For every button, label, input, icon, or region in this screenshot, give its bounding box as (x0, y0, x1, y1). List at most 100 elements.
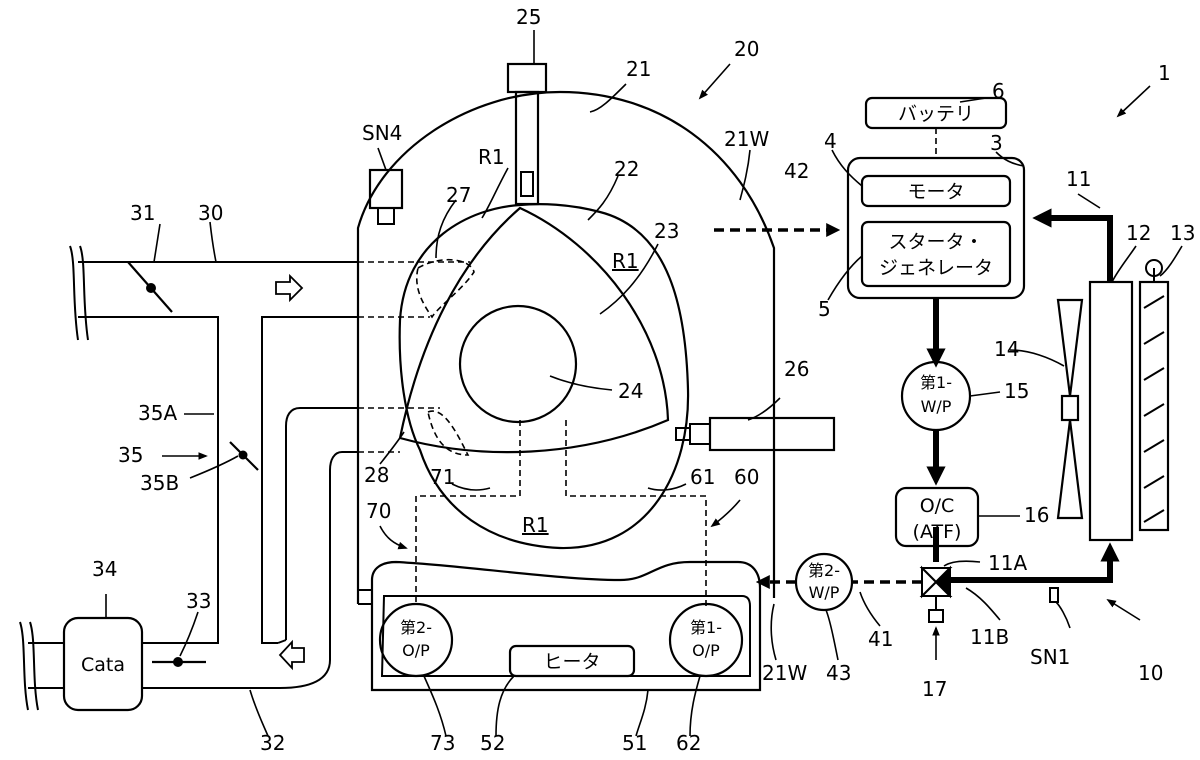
label-23: 23 (654, 219, 679, 243)
sensor-sn4 (368, 168, 404, 225)
label-35b: 35B (140, 471, 179, 495)
label-r1-bottom: R1 (522, 513, 549, 537)
injector (675, 416, 836, 452)
label-r1-top: R1 (478, 145, 505, 169)
first-water-pump-label-2: W/P (921, 397, 952, 416)
cooling-circuit: モータ スタータ・ ジェネレータ バッテリ 第1- W/P O/C (ATF) (714, 96, 1170, 623)
throttle-pivot (146, 283, 156, 293)
heater-label: ヒータ (543, 651, 600, 673)
exhaust-flow-arrow (278, 639, 305, 671)
first-water-pump-label-1: 第1- (920, 373, 952, 392)
label-32: 32 (260, 731, 285, 755)
starter-generator-label-2: ジェネレータ (879, 257, 993, 279)
second-water-pump-label-1: 第2- (808, 561, 840, 580)
label-r1-right: R1 (612, 249, 639, 273)
second-water-pump-label-2: W/P (809, 583, 840, 602)
second-water-pump (794, 552, 854, 612)
label-33: 33 (186, 589, 211, 613)
battery-label: バッテリ (898, 103, 974, 125)
label-28: 28 (364, 463, 389, 487)
starter-generator-box (860, 220, 1012, 288)
label-35: 35 (118, 443, 143, 467)
label-11b: 11B (970, 625, 1009, 649)
first-oil-pump-label-1: 第1- (690, 618, 722, 637)
intake-flow-arrow (275, 273, 304, 303)
motor-box (860, 174, 1012, 208)
label-26: 26 (784, 357, 809, 381)
oil-cooler-box (894, 486, 980, 548)
label-70: 70 (366, 499, 391, 523)
bypass-valve-pivot (238, 450, 248, 460)
second-oil-pump-label-2: O/P (402, 641, 430, 660)
label-11a: 11A (988, 551, 1027, 575)
first-oil-pump (668, 602, 744, 678)
label-16: 16 (1024, 503, 1049, 527)
label-6: 6 (992, 79, 1005, 103)
exhaust-port (358, 407, 707, 606)
label-41: 41 (868, 627, 893, 651)
label-60: 60 (734, 465, 759, 489)
label-51: 51 (622, 731, 647, 755)
oil-cooler-label-1: O/C (920, 495, 955, 517)
label-4: 4 (824, 129, 837, 153)
label-3: 3 (990, 131, 1003, 155)
label-35a: 35A (138, 401, 177, 425)
cooling-fan (1056, 298, 1084, 520)
three-way-valve (919, 565, 953, 623)
label-30: 30 (198, 201, 223, 225)
label-5: 5 (818, 297, 831, 321)
label-43: 43 (826, 661, 851, 685)
sensor-sn1 (1049, 587, 1059, 603)
label-42: 42 (784, 159, 809, 183)
oil-cooler-label-2: (ATF) (913, 521, 962, 543)
label-27: 27 (446, 183, 471, 207)
label-13: 13 (1170, 221, 1195, 245)
label-34: 34 (92, 557, 117, 581)
second-oil-pump (378, 602, 454, 678)
label-71: 71 (430, 465, 455, 489)
label-73: 73 (430, 731, 455, 755)
label-sn1: SN1 (1030, 645, 1070, 669)
eccentric-shaft (458, 304, 578, 424)
reference-numerals: 1 3 4 5 6 10 11 11A 11B 12 13 14 15 16 1… (92, 5, 1195, 755)
exhaust-pipe (142, 407, 358, 689)
label-14: 14 (994, 337, 1019, 361)
intake-pipe (69, 245, 358, 644)
label-21: 21 (626, 57, 651, 81)
label-15: 15 (1004, 379, 1029, 403)
label-31: 31 (130, 201, 155, 225)
label-10: 10 (1138, 661, 1163, 685)
rotor-housing (398, 203, 690, 550)
label-12: 12 (1126, 221, 1151, 245)
leader-lines (105, 30, 1183, 737)
label-21w-bottom: 21W (762, 661, 807, 685)
starter-generator-label-1: スタータ・ (888, 231, 983, 253)
heater-box (508, 644, 636, 678)
label-11: 11 (1066, 167, 1091, 191)
label-17: 17 (922, 677, 947, 701)
label-61: 61 (690, 465, 715, 489)
spark-plug (506, 62, 548, 206)
label-62: 62 (676, 731, 701, 755)
catalyst-label: Cata (81, 654, 125, 676)
first-oil-pump-label-2: O/P (692, 641, 720, 660)
motor-label: モータ (907, 181, 964, 203)
engine-housing (356, 90, 776, 605)
oil-pan: ヒータ 第2- O/P 第1- O/P (370, 560, 762, 692)
heat-exchanger-core (1138, 259, 1170, 532)
label-20: 20 (734, 37, 759, 61)
intake-port (358, 258, 475, 319)
rotor (398, 206, 670, 454)
label-24: 24 (618, 379, 643, 403)
label-22: 22 (614, 157, 639, 181)
label-1: 1 (1158, 61, 1171, 85)
catalyst-box (62, 616, 144, 712)
label-25: 25 (516, 5, 541, 29)
catalyst-section: Cata (19, 616, 206, 712)
second-oil-pump-label-1: 第2- (400, 618, 432, 637)
label-52: 52 (480, 731, 505, 755)
oxygen-sensor-33 (173, 657, 183, 667)
radiator (1088, 280, 1134, 542)
